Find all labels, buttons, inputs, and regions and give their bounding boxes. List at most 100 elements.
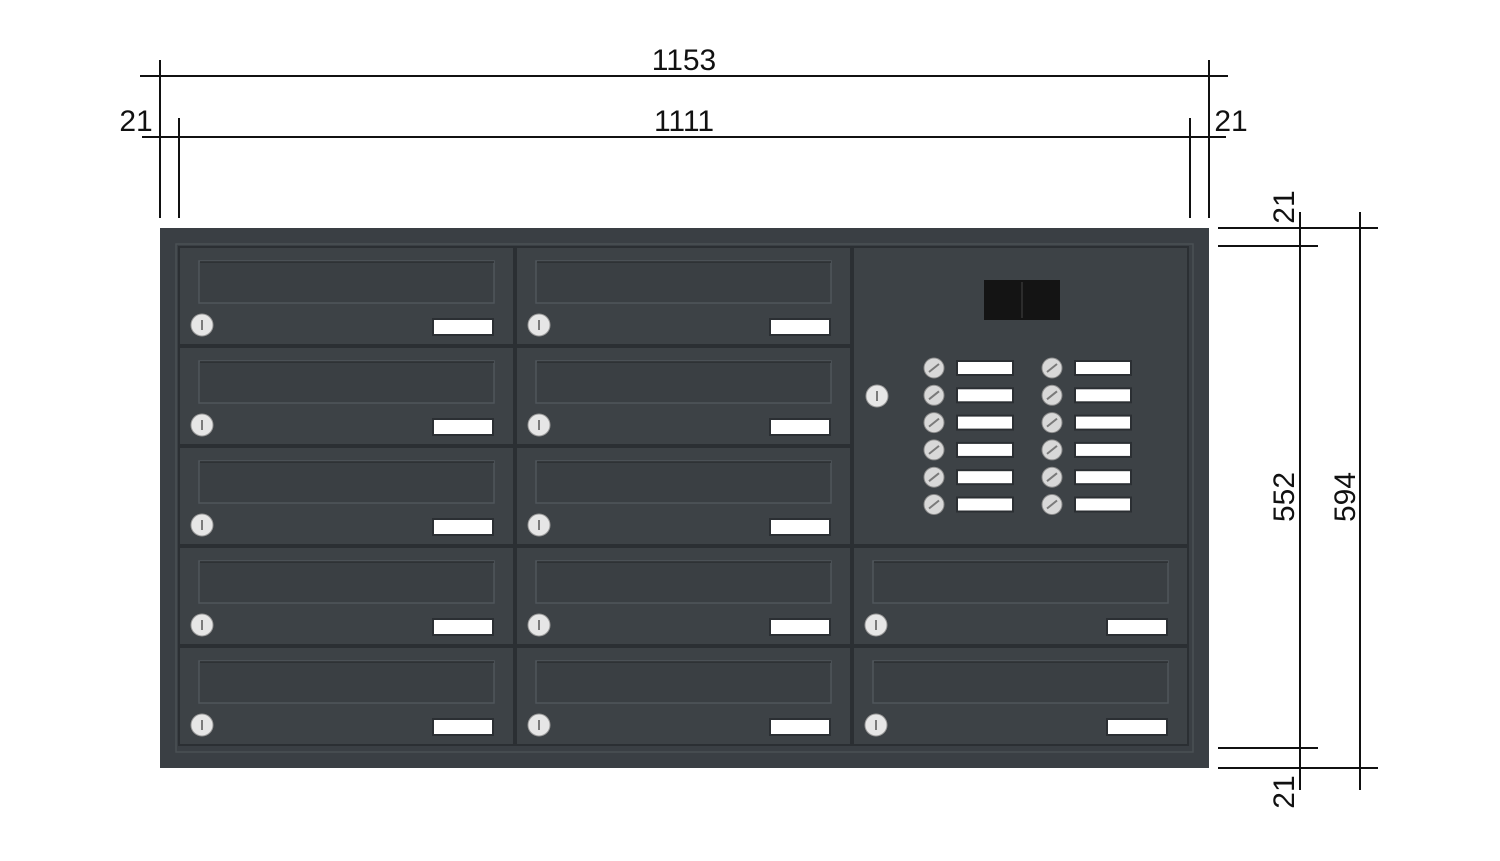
mail-slot: [198, 660, 495, 704]
label-bottom-frame: 21: [1268, 775, 1301, 808]
mailbox-door[interactable]: [515, 346, 852, 446]
bell-button[interactable]: [1041, 357, 1132, 379]
bell-button[interactable]: [923, 466, 1014, 488]
bell-button[interactable]: [923, 384, 1014, 406]
bell-nameplate[interactable]: [958, 471, 1012, 484]
lock-icon[interactable]: [527, 313, 551, 337]
mailbox-door[interactable]: [852, 546, 1189, 646]
nameplate[interactable]: [771, 320, 829, 334]
inner-frame-edge: [175, 243, 1194, 753]
mail-slot: [198, 460, 495, 504]
bell-button-mark: [928, 363, 940, 373]
bell-button[interactable]: [1041, 494, 1132, 515]
nameplate[interactable]: [771, 720, 829, 734]
bell-button-mark: [1046, 363, 1058, 373]
mailbox-door[interactable]: [852, 646, 1189, 746]
mail-slot: [198, 260, 495, 304]
lock-icon[interactable]: [864, 613, 888, 637]
nameplate[interactable]: [1108, 720, 1166, 734]
bell-button[interactable]: [1041, 466, 1132, 488]
mailbox-door[interactable]: [515, 646, 852, 746]
nameplate[interactable]: [771, 420, 829, 434]
bell-button-mark: [928, 499, 940, 510]
bell-button-mark: [1046, 417, 1058, 428]
lock-icon[interactable]: [527, 613, 551, 637]
bell-button[interactable]: [923, 494, 1014, 515]
bell-button-mark: [928, 417, 940, 428]
lock-icon[interactable]: [527, 513, 551, 537]
nameplate[interactable]: [434, 420, 492, 434]
bell-button-mark: [1046, 499, 1058, 510]
mail-slot: [872, 560, 1169, 604]
mailbox-door[interactable]: [178, 446, 515, 546]
nameplate[interactable]: [1108, 620, 1166, 634]
bell-button[interactable]: [1041, 412, 1132, 434]
dimension-lines: [140, 60, 1378, 790]
lock-icon[interactable]: [864, 713, 888, 737]
bell-nameplate[interactable]: [1076, 471, 1130, 484]
bell-button[interactable]: [1041, 384, 1132, 406]
nameplate[interactable]: [771, 620, 829, 634]
bell-button[interactable]: [923, 357, 1014, 379]
mailbox-doors: [178, 246, 1189, 746]
lock-icon[interactable]: [190, 313, 214, 337]
nameplate[interactable]: [434, 320, 492, 334]
nameplate[interactable]: [434, 620, 492, 634]
bell-nameplate[interactable]: [1076, 498, 1130, 511]
lock-icon[interactable]: [527, 713, 551, 737]
bell-button-mark: [1046, 390, 1058, 401]
mailbox-door[interactable]: [515, 246, 852, 346]
bell-nameplate[interactable]: [958, 416, 1012, 429]
mailbox-door[interactable]: [178, 346, 515, 446]
bell-button-mark: [1046, 472, 1058, 482]
bell-button[interactable]: [1041, 439, 1132, 461]
bell-button-mark: [1046, 445, 1058, 455]
label-inner-height: 552: [1268, 472, 1301, 522]
lock-icon[interactable]: [190, 413, 214, 437]
mail-slot: [198, 360, 495, 404]
mailbox-door[interactable]: [178, 646, 515, 746]
mail-slot: [535, 260, 832, 304]
mailbox-door[interactable]: [515, 446, 852, 546]
bell-nameplate[interactable]: [958, 389, 1012, 402]
nameplate[interactable]: [771, 520, 829, 534]
bell-button[interactable]: [923, 412, 1014, 434]
mail-slot: [535, 360, 832, 404]
mail-slot: [535, 660, 832, 704]
lock-icon[interactable]: [190, 513, 214, 537]
bell-button[interactable]: [923, 439, 1014, 461]
mail-slot: [535, 560, 832, 604]
bell-button-mark: [928, 445, 940, 455]
mailbox-door[interactable]: [515, 546, 852, 646]
mailbox-door[interactable]: [178, 546, 515, 646]
mail-slot: [198, 560, 495, 604]
mailbox-door[interactable]: [178, 246, 515, 346]
lock-icon[interactable]: [190, 713, 214, 737]
bell-nameplate[interactable]: [958, 362, 1012, 374]
label-total-height: 594: [1329, 472, 1362, 522]
label-left-frame: 21: [119, 105, 152, 138]
bell-nameplate[interactable]: [958, 498, 1012, 511]
bell-nameplate[interactable]: [1076, 362, 1130, 374]
bell-nameplate[interactable]: [1076, 416, 1130, 429]
bell-button-mark: [928, 472, 940, 482]
bell-nameplate[interactable]: [958, 443, 1012, 456]
mail-slot: [535, 460, 832, 504]
label-inner-width: 1111: [654, 105, 714, 138]
bell-button-mark: [928, 390, 940, 401]
lock-icon[interactable]: [865, 384, 889, 408]
nameplate[interactable]: [434, 520, 492, 534]
intercom-panel: [852, 246, 1189, 546]
nameplate[interactable]: [434, 720, 492, 734]
bell-nameplate[interactable]: [1076, 443, 1130, 456]
mail-slot: [872, 660, 1169, 704]
lock-icon[interactable]: [190, 613, 214, 637]
bell-nameplate[interactable]: [1076, 389, 1130, 402]
lock-icon[interactable]: [527, 413, 551, 437]
camera-icon: [984, 280, 1060, 320]
mailbox-unit: [160, 228, 1209, 768]
label-top-frame: 21: [1268, 190, 1301, 223]
label-right-frame: 21: [1214, 105, 1247, 138]
